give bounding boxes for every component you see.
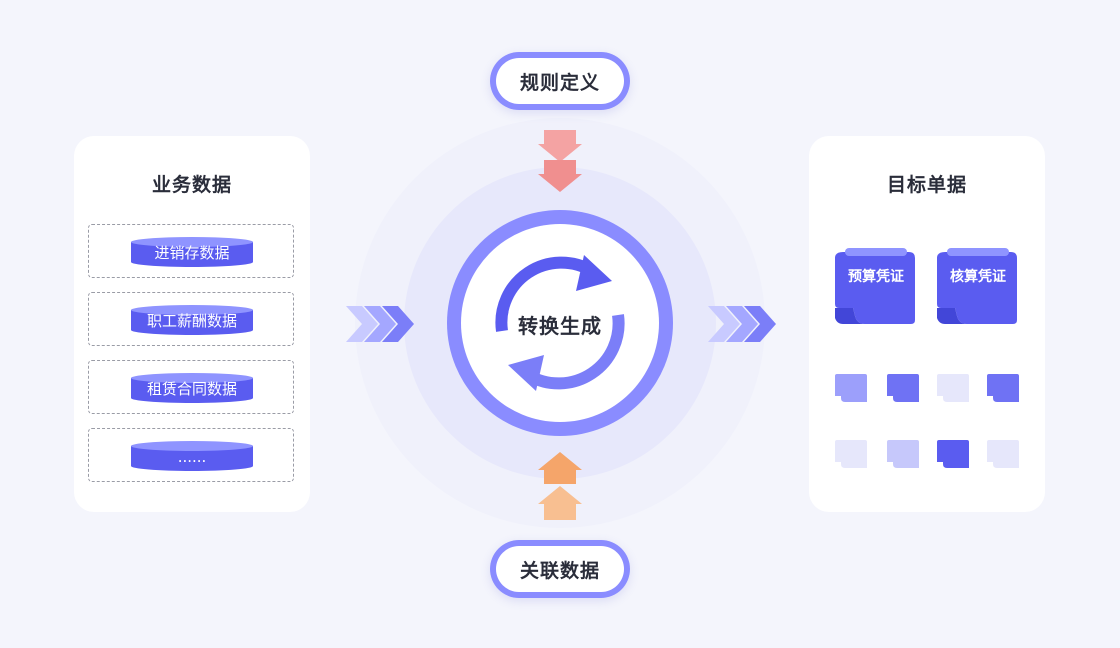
- conversion-label: 转换生成: [518, 314, 602, 338]
- accounting-voucher-icon: [937, 248, 1017, 324]
- data-label-inventory: 进销存数据: [154, 244, 230, 262]
- document-icon: [887, 440, 919, 468]
- document-icon: [887, 374, 919, 402]
- database-icon: 进销存数据: [131, 237, 253, 267]
- budget-voucher-label: 预算凭证: [848, 269, 904, 285]
- document-icon: [835, 374, 867, 402]
- budget-voucher-icon: [835, 248, 915, 324]
- document-icon: [937, 374, 969, 402]
- data-slot-more: ......: [88, 428, 294, 482]
- data-label-more: ......: [177, 448, 207, 466]
- document-icon: [987, 374, 1019, 402]
- data-label-payroll: 职工薪酬数据: [146, 312, 237, 330]
- target-documents-panel: 目标单据 预算凭证 核算凭证: [809, 136, 1045, 512]
- up-arrows-icon: [538, 452, 582, 520]
- target-documents-title: 目标单据: [886, 174, 967, 196]
- database-icon: 职工薪酬数据: [131, 305, 253, 335]
- business-data-panel: 业务数据 进销存数据 职工薪酬数据 租赁合同数据 ......: [74, 136, 310, 512]
- accounting-voucher-label: 核算凭证: [950, 269, 1006, 285]
- data-slot-payroll: 职工薪酬数据: [88, 292, 294, 346]
- document-icon: [835, 440, 867, 468]
- data-slot-lease: 租赁合同数据: [88, 360, 294, 414]
- related-data-pill: 关联数据: [490, 540, 630, 598]
- data-label-lease: 租赁合同数据: [146, 380, 237, 398]
- document-icon: [987, 440, 1019, 468]
- database-icon: 租赁合同数据: [131, 373, 253, 403]
- right-chevrons-left-icon: [346, 306, 414, 342]
- database-icon: ......: [131, 441, 253, 471]
- data-slot-inventory: 进销存数据: [88, 224, 294, 278]
- refresh-cycle-icon: [495, 255, 625, 391]
- down-arrows-icon: [538, 130, 582, 192]
- business-data-title: 业务数据: [151, 174, 232, 196]
- rule-definition-pill: 规则定义: [490, 52, 630, 110]
- right-chevrons-right-icon: [708, 306, 776, 342]
- document-icon: [937, 440, 969, 468]
